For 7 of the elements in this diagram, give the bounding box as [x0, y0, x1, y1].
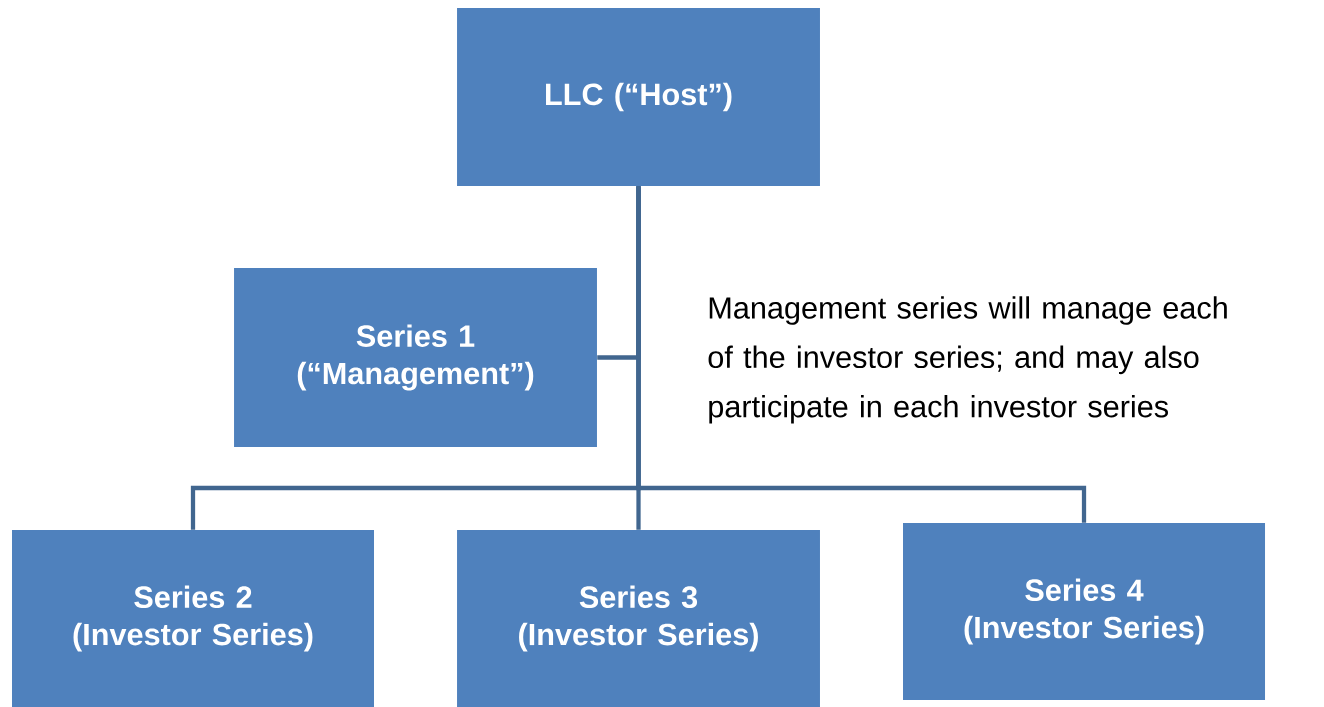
series-box: Series 4 (Investor Series)	[903, 522, 1265, 701]
series-box: Series 2 (Investor Series)	[12, 529, 374, 707]
series-box: Series 1 (“Management”)	[234, 268, 597, 447]
series-box: Series 3 (Investor Series)	[457, 529, 820, 707]
connector-line	[636, 186, 1087, 523]
series-box: LLC (“Host”)	[457, 8, 820, 186]
note-text: Management series will manage each of the investor series; and may also participate in each investor series	[708, 296, 1227, 424]
